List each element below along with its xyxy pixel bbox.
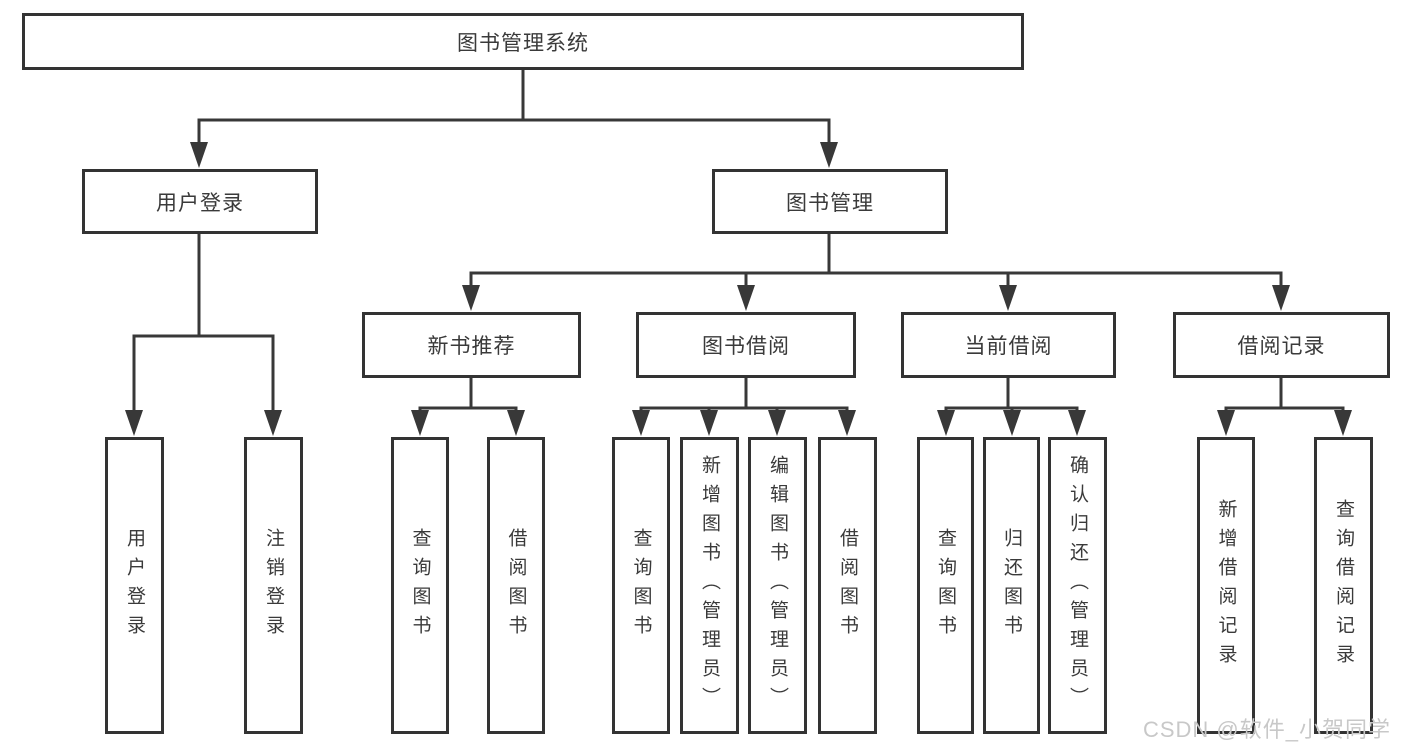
node-label: 编辑图书（管理员）	[767, 455, 788, 716]
node-book-borrow: 图书借阅	[636, 312, 856, 378]
arrowhead	[937, 410, 955, 436]
leaf-user-login: 用户登录	[105, 437, 164, 734]
connector-bookborrow-to-leaves	[639, 378, 849, 416]
node-label: 当前借阅	[964, 335, 1053, 358]
arrowhead	[838, 410, 856, 436]
arrowhead	[1334, 410, 1352, 436]
leaf-record-query-borrow-record: 查询借阅记录	[1314, 437, 1373, 734]
node-label: 借阅图书	[505, 527, 527, 644]
arrowhead	[700, 410, 718, 436]
leaf-current-confirm-return-admin: 确认归还（管理员）	[1048, 437, 1107, 734]
node-label: 查询图书	[409, 527, 431, 644]
connector-userlogin-to-leaves	[132, 233, 275, 416]
node-label: 图书管理	[786, 191, 874, 215]
arrowhead	[264, 410, 282, 436]
node-label: 用户登录	[124, 527, 145, 644]
arrowhead	[820, 142, 838, 168]
leaf-borrow-borrow-book: 借阅图书	[818, 437, 877, 734]
node-label: 新书推荐	[427, 335, 516, 358]
arrowhead	[125, 410, 143, 436]
node-root: 图书管理系统	[22, 13, 1024, 70]
leaf-borrow-edit-book-admin: 编辑图书（管理员）	[748, 437, 807, 734]
leaf-newrec-query-book: 查询图书	[391, 437, 449, 734]
arrowhead	[507, 410, 525, 436]
node-label: 查询图书	[935, 527, 956, 644]
arrowhead	[190, 142, 208, 168]
node-current-borrow: 当前借阅	[901, 312, 1116, 378]
node-user-login: 用户登录	[82, 169, 318, 234]
leaf-newrec-borrow-book: 借阅图书	[487, 437, 545, 734]
node-label: 注销登录	[263, 527, 284, 644]
node-label: 归还图书	[1001, 527, 1022, 644]
connector-bookmgmt-to-level3	[469, 233, 1283, 291]
node-label: 图书借阅	[702, 335, 790, 358]
leaf-logout: 注销登录	[244, 437, 303, 734]
arrowhead	[737, 285, 755, 311]
leaf-current-return-book: 归还图书	[983, 437, 1040, 734]
arrowhead	[462, 285, 480, 311]
connector-newbook-to-leaves	[418, 378, 518, 416]
watermark: CSDN @软件_小贺同学	[1142, 717, 1391, 742]
leaf-current-query-book: 查询图书	[917, 437, 974, 734]
node-borrow-records: 借阅记录	[1173, 312, 1390, 378]
node-label: 图书管理系统	[457, 31, 589, 55]
node-label: 用户登录	[156, 191, 244, 215]
node-label: 新增图书（管理员）	[699, 455, 720, 716]
leaf-record-add-borrow-record: 新增借阅记录	[1197, 437, 1255, 734]
arrowheads	[125, 142, 1352, 436]
node-label: 借阅图书	[837, 527, 858, 644]
connector-borrowrecord-to-leaves	[1224, 378, 1345, 416]
node-label: 新增借阅记录	[1215, 498, 1237, 673]
node-label: 确认归还（管理员）	[1067, 455, 1088, 716]
arrowhead	[768, 410, 786, 436]
leaf-borrow-query-book: 查询图书	[612, 437, 670, 734]
arrowhead	[411, 410, 429, 436]
arrowhead	[1003, 410, 1021, 436]
arrowhead	[1272, 285, 1290, 311]
node-new-book-recommend: 新书推荐	[362, 312, 581, 378]
node-label: 查询借阅记录	[1333, 498, 1354, 673]
arrowhead	[1217, 410, 1235, 436]
arrowhead	[632, 410, 650, 436]
node-label: 借阅记录	[1237, 335, 1326, 358]
leaf-borrow-add-book-admin: 新增图书（管理员）	[680, 437, 739, 734]
arrowhead	[999, 285, 1017, 311]
connector-root-to-level2	[197, 69, 831, 148]
arrowhead	[1068, 410, 1086, 436]
node-label: 查询图书	[630, 527, 652, 644]
node-book-management: 图书管理	[712, 169, 948, 234]
